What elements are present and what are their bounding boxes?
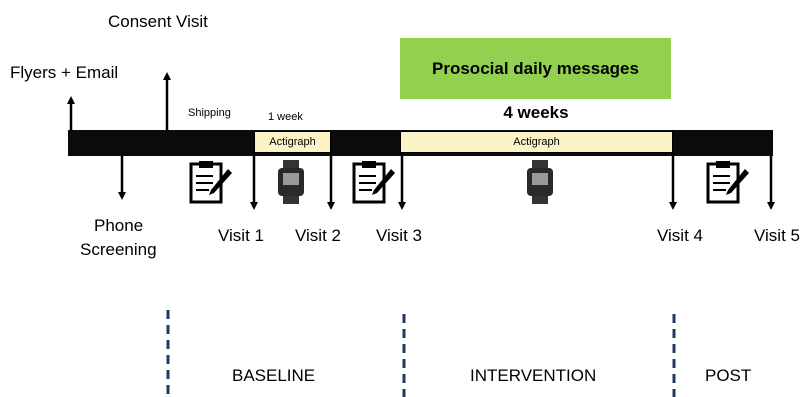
visit-5-label: Visit 5 xyxy=(754,226,800,245)
phone-screening-label-line2: Screening xyxy=(80,240,157,259)
watch-icon xyxy=(278,160,304,204)
visit-2-label: Visit 2 xyxy=(295,226,341,245)
one-week-label: 1 week xyxy=(268,111,303,123)
phase-intervention-label: INTERVENTION xyxy=(470,366,597,385)
visit-4-label: Visit 4 xyxy=(657,226,703,245)
clipboard-icon xyxy=(189,161,232,204)
watch-icon xyxy=(527,160,553,204)
clipboard-icon xyxy=(352,161,395,204)
visit-3-label: Visit 3 xyxy=(376,226,422,245)
prosocial-messages-box: Prosocial daily messages xyxy=(400,38,671,99)
clipboard-icon xyxy=(706,161,749,204)
actigraph-box-intervention: Actigraph xyxy=(400,131,673,153)
prosocial-messages-label: Prosocial daily messages xyxy=(432,58,639,78)
phase-baseline-label: BASELINE xyxy=(232,366,316,385)
phase-post-label: POST xyxy=(705,366,752,385)
actigraph-label-baseline: Actigraph xyxy=(269,136,316,148)
visit-1-label: Visit 1 xyxy=(218,226,264,245)
consent-visit-label: Consent Visit xyxy=(108,12,208,31)
actigraph-label-intervention: Actigraph xyxy=(513,136,560,148)
four-weeks-label: 4 weeks xyxy=(503,103,569,122)
phone-screening-label-line1: Phone xyxy=(94,216,144,235)
shipping-label: Shipping xyxy=(188,107,231,119)
actigraph-box-baseline: Actigraph xyxy=(254,131,331,153)
flyers-email-label: Flyers + Email xyxy=(10,63,119,82)
